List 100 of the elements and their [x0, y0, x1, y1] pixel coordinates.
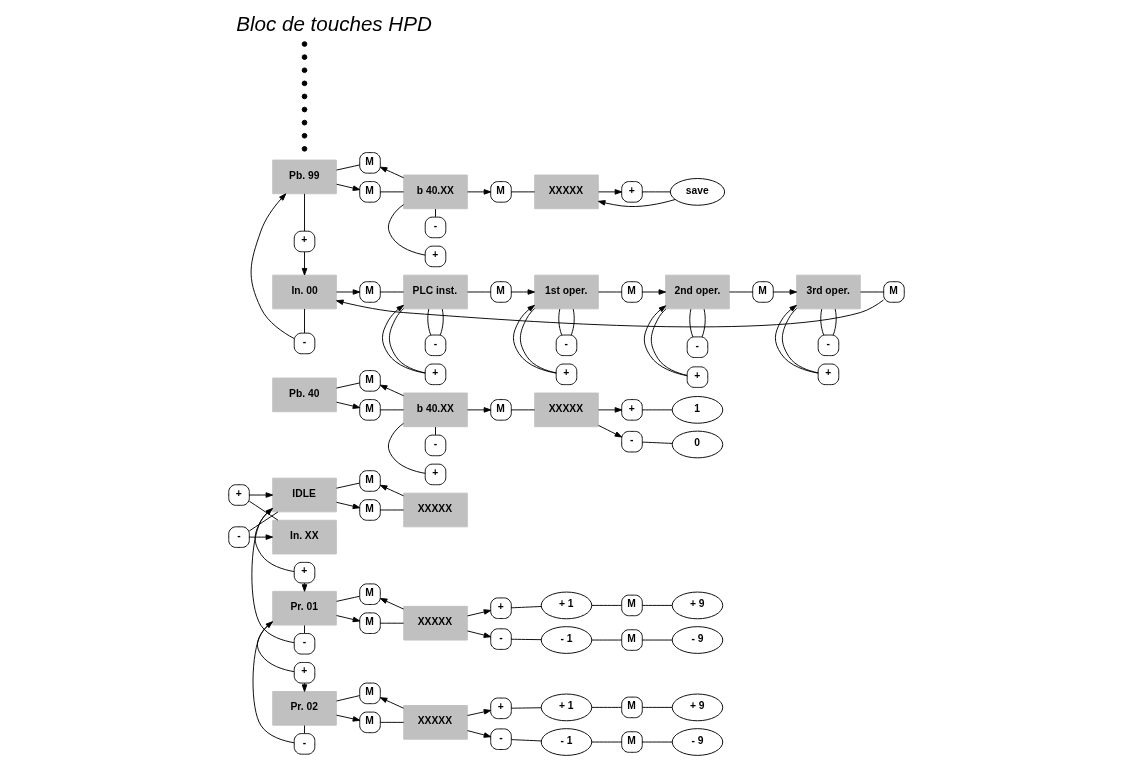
- connector: [641, 741, 672, 743]
- node-box: Pr. 02: [271, 691, 337, 726]
- arrow: [335, 714, 360, 722]
- node-ellipse: - 1: [540, 728, 592, 756]
- arrow: [466, 709, 491, 716]
- arrow: [466, 189, 491, 195]
- node-ellipse: + 1: [540, 693, 592, 722]
- node-ellipse: + 9: [671, 591, 723, 620]
- node-box: b 40.XX: [402, 392, 468, 428]
- node-box: Pr. 01: [271, 590, 337, 626]
- arrow: [643, 305, 687, 377]
- arrow: [335, 289, 360, 295]
- arrow: [597, 189, 622, 195]
- arrow: [379, 484, 404, 497]
- arrow: [250, 508, 295, 644]
- node-ellipse: save: [669, 178, 725, 206]
- connector: [303, 193, 305, 232]
- node-box: XXXXX: [402, 492, 468, 528]
- arrow: [381, 304, 426, 374]
- connector: [688, 308, 693, 338]
- node-box: b 40.XX: [402, 174, 468, 210]
- arrow: [379, 598, 404, 610]
- node-ellipse: - 9: [671, 728, 723, 756]
- connector: [590, 639, 622, 641]
- connector: [510, 191, 535, 193]
- connector: [597, 291, 622, 293]
- connector: [590, 741, 622, 743]
- arrow: [248, 534, 273, 540]
- connector: [335, 482, 360, 489]
- connector: [303, 308, 305, 334]
- connector: [248, 511, 278, 532]
- arrow: [252, 621, 295, 744]
- connector: [859, 291, 884, 293]
- connector: [379, 191, 404, 193]
- connector: [379, 409, 404, 411]
- node-box: XXXXX: [402, 705, 468, 740]
- arrow: [301, 251, 307, 276]
- node-box: In. XX: [271, 519, 337, 555]
- connector: [590, 706, 622, 708]
- arrow: [248, 492, 273, 498]
- connector: [510, 606, 542, 609]
- arrow: [301, 682, 307, 692]
- connector: [379, 721, 404, 723]
- connector: [510, 638, 541, 641]
- connector: [641, 409, 672, 411]
- connector: [557, 308, 562, 336]
- connector: [650, 308, 687, 376]
- connector: [426, 308, 431, 336]
- connector: [335, 595, 360, 602]
- arrow: [301, 582, 307, 592]
- connector: [439, 308, 444, 336]
- connector: [641, 191, 671, 193]
- node-ellipse: + 1: [540, 591, 592, 620]
- connector: [335, 382, 360, 389]
- arrow: [510, 289, 535, 295]
- connector: [379, 509, 404, 511]
- node-box: PLC inst.: [402, 274, 468, 310]
- node-ellipse: 1: [671, 396, 723, 424]
- arrow: [466, 630, 491, 638]
- node-box: IDLE: [271, 477, 337, 513]
- connector: [254, 508, 295, 573]
- arrow: [772, 289, 797, 295]
- node-box: 1st oper.: [533, 274, 599, 310]
- connector: [303, 725, 305, 734]
- node-box: XXXXX: [533, 174, 599, 210]
- arrow: [597, 424, 622, 438]
- connector: [387, 204, 426, 256]
- connector: [641, 639, 672, 641]
- arrow: [641, 289, 666, 295]
- connector: [510, 739, 542, 742]
- node-box: In. 00: [271, 274, 337, 310]
- connector: [510, 409, 535, 411]
- arrow: [379, 166, 404, 179]
- connector: [248, 500, 278, 521]
- connector: [388, 308, 425, 374]
- node-ellipse: - 1: [540, 626, 592, 654]
- connector: [387, 422, 426, 474]
- connector: [519, 308, 556, 374]
- connector: [434, 208, 436, 218]
- arrow: [335, 615, 360, 623]
- connector: [570, 308, 575, 336]
- connector: [256, 621, 295, 673]
- node-ellipse: - 9: [671, 626, 723, 654]
- arrow: [335, 299, 884, 328]
- arrow: [466, 609, 491, 617]
- arrow: [466, 407, 491, 413]
- arrow: [774, 304, 818, 374]
- node-box: 2nd oper.: [664, 274, 730, 310]
- node-box: Pb. 40: [271, 377, 337, 413]
- node-box: 3rd oper.: [795, 274, 861, 310]
- connector: [728, 291, 753, 293]
- arrow: [597, 199, 675, 207]
- connector: [466, 291, 491, 293]
- node-ellipse: + 9: [671, 693, 723, 722]
- connector: [335, 164, 360, 171]
- connector: [510, 707, 541, 709]
- diagram-title: Bloc de touches HPD: [235, 12, 432, 36]
- arrow: [379, 697, 404, 709]
- connector: [781, 308, 818, 374]
- connector: [379, 622, 404, 624]
